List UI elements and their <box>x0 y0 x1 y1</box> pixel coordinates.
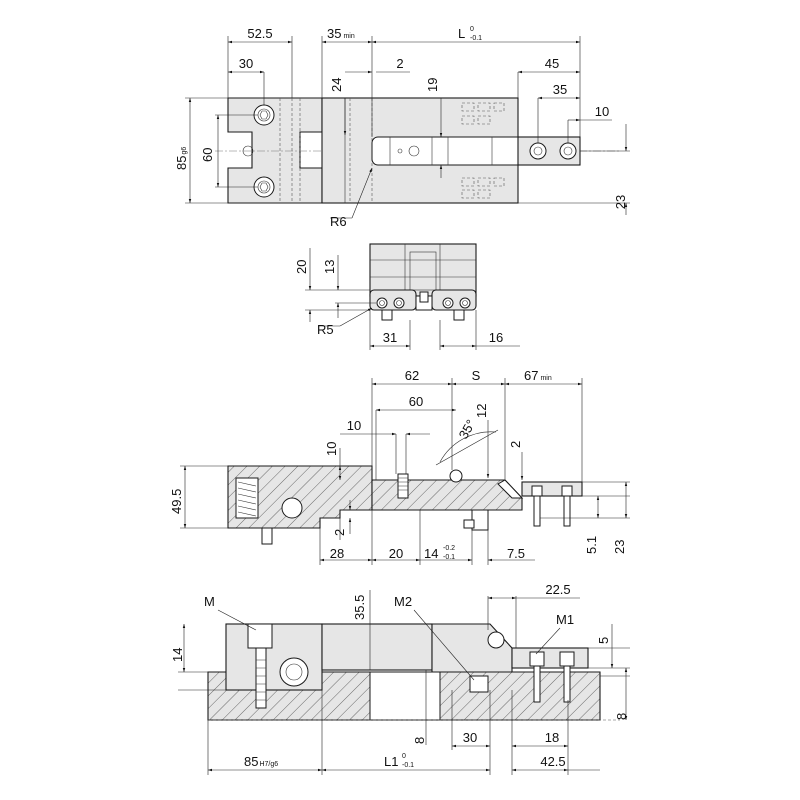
spring-icon <box>235 477 259 519</box>
dim-14: 14 <box>424 546 438 561</box>
socket-bolt-icon <box>376 297 388 309</box>
radius-r5: R5 <box>317 322 334 337</box>
dim-20: 20 <box>389 546 403 561</box>
dim-31: 31 <box>383 330 397 345</box>
dim-L-tol-lower: -0.1 <box>470 35 482 42</box>
dim-10: 10 <box>595 104 609 119</box>
dim-12: 12 <box>474 404 489 418</box>
dim-35: 35 <box>553 82 567 97</box>
dim-23: 23 <box>612 540 627 554</box>
dim-8-right: 8 <box>614 713 629 720</box>
dim-L1-tol-upper: 0 <box>402 753 406 760</box>
radius-r6: R6 <box>330 214 347 229</box>
dim-L1-tol-lower: -0.1 <box>402 762 414 769</box>
dim-2-v: 2 <box>332 529 347 536</box>
dim-52-5: 52.5 <box>247 26 272 41</box>
dim-7-5: 7.5 <box>507 546 525 561</box>
dim-16: 16 <box>489 330 503 345</box>
dim-35-5: 35.5 <box>352 595 367 620</box>
dim-24: 24 <box>329 78 344 92</box>
dim-2: 2 <box>396 56 403 71</box>
dim-28: 28 <box>330 546 344 561</box>
dim-30: 30 <box>239 56 253 71</box>
dim-L-tol-upper: 0 <box>470 26 474 33</box>
dim-42-5: 42.5 <box>540 754 565 769</box>
socket-bolt-icon <box>459 297 471 309</box>
dim-S: S <box>472 368 481 383</box>
side-view: 20 13 R5 31 16 <box>294 243 520 350</box>
dim-10-v: 10 <box>324 442 339 456</box>
dim-22-5: 22.5 <box>545 582 570 597</box>
angle-35: 35° <box>456 417 479 442</box>
dim-5-1: 5.1 <box>584 536 599 554</box>
dim-5: 5 <box>596 637 611 644</box>
dim-2-top: 2 <box>508 441 523 448</box>
dim-49-5: 49.5 <box>169 489 184 514</box>
dim-8-mid: 8 <box>412 737 427 744</box>
dim-85-g6: 85g6 <box>174 147 189 170</box>
dim-30: 30 <box>463 730 477 745</box>
tip-bolt-icon <box>559 142 577 160</box>
dim-14: 14 <box>170 648 185 662</box>
dim-62: 62 <box>405 368 419 383</box>
socket-bolt-icon <box>393 297 405 309</box>
label-M2: M2 <box>394 594 412 609</box>
dim-13: 13 <box>322 260 337 274</box>
label-M: M <box>204 594 215 609</box>
socket-bolt-icon <box>442 297 454 309</box>
dim-60: 60 <box>409 394 423 409</box>
dim-20: 20 <box>294 260 309 274</box>
dim-23: 23 <box>613 195 628 209</box>
dim-14-tol-upper: -0.2 <box>443 545 455 552</box>
dim-45: 45 <box>545 56 559 71</box>
label-M1: M1 <box>556 612 574 627</box>
dim-18: 18 <box>545 730 559 745</box>
dim-19: 19 <box>425 78 440 92</box>
dim-85-h7g6: 85H7/g6 <box>244 754 278 769</box>
dim-60: 60 <box>200 148 215 162</box>
tip-bolt-icon <box>529 142 547 160</box>
dim-14-tol-lower: -0.1 <box>443 554 455 561</box>
dim-10: 10 <box>347 418 361 433</box>
install-view: M 35.5 M2 22.5 M1 14 5 8 8 30 18 <box>170 582 630 775</box>
dim-L: L <box>458 26 465 41</box>
dim-L1: L1 <box>384 754 398 769</box>
